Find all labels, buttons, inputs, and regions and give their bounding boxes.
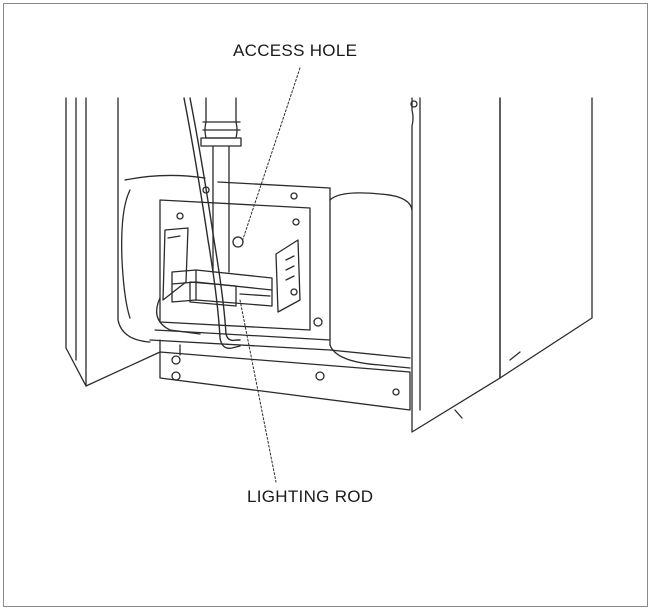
lighting-rod [183,97,241,349]
burner-plate [159,186,323,331]
leader-lines [239,67,301,483]
gas-pipe [200,97,242,273]
left-door-panel [65,97,161,387]
burner-box [171,269,273,307]
figure-frame [3,3,648,607]
access-hole-label: ACCESS HOLE [233,41,358,60]
right-side-panel [410,97,593,433]
lighting-rod-label: LIGHTING ROD [247,487,374,506]
small-wire [156,297,201,335]
base-tray [149,329,411,411]
